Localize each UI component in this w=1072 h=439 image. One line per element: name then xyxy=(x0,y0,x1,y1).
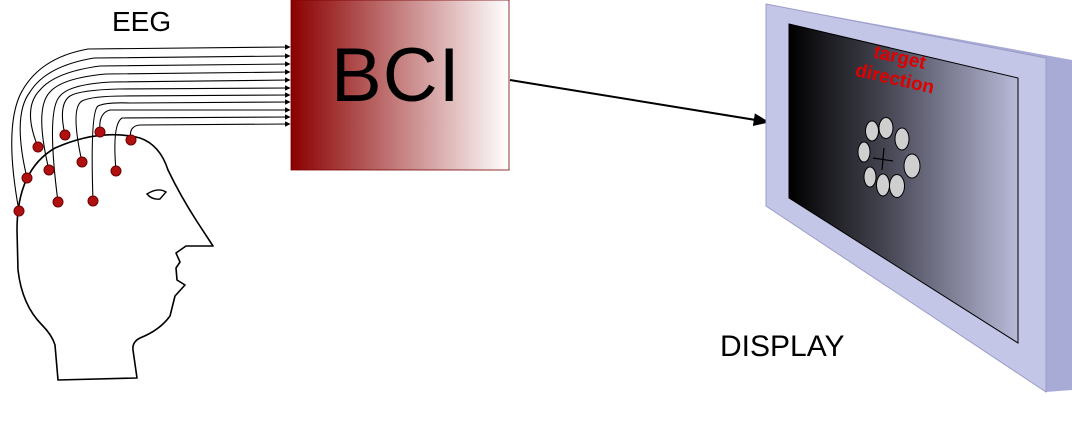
bci-box xyxy=(290,0,510,171)
eye-icon xyxy=(145,189,168,200)
electrode xyxy=(125,134,137,146)
electrode xyxy=(76,156,88,168)
ring-of-ellipses-icon xyxy=(857,117,921,198)
eeg-wires xyxy=(11,44,291,212)
electrodes xyxy=(13,126,137,217)
electrode xyxy=(21,172,33,184)
eeg-label: EEG xyxy=(112,6,172,37)
electrode xyxy=(110,165,122,177)
electrode xyxy=(13,205,25,217)
display-monitor: target direction xyxy=(765,3,1072,393)
electrode xyxy=(52,196,64,208)
electrode xyxy=(43,164,55,176)
electrode xyxy=(59,129,71,141)
electrode xyxy=(94,126,106,138)
head-profile-icon xyxy=(16,133,214,381)
electrode xyxy=(87,195,99,207)
electrode xyxy=(32,141,44,153)
signal-arrow-icon xyxy=(509,79,770,127)
bci-label: BCI xyxy=(331,33,461,118)
display-label: DISPLAY xyxy=(720,330,845,363)
crosshair-icon xyxy=(872,147,894,171)
